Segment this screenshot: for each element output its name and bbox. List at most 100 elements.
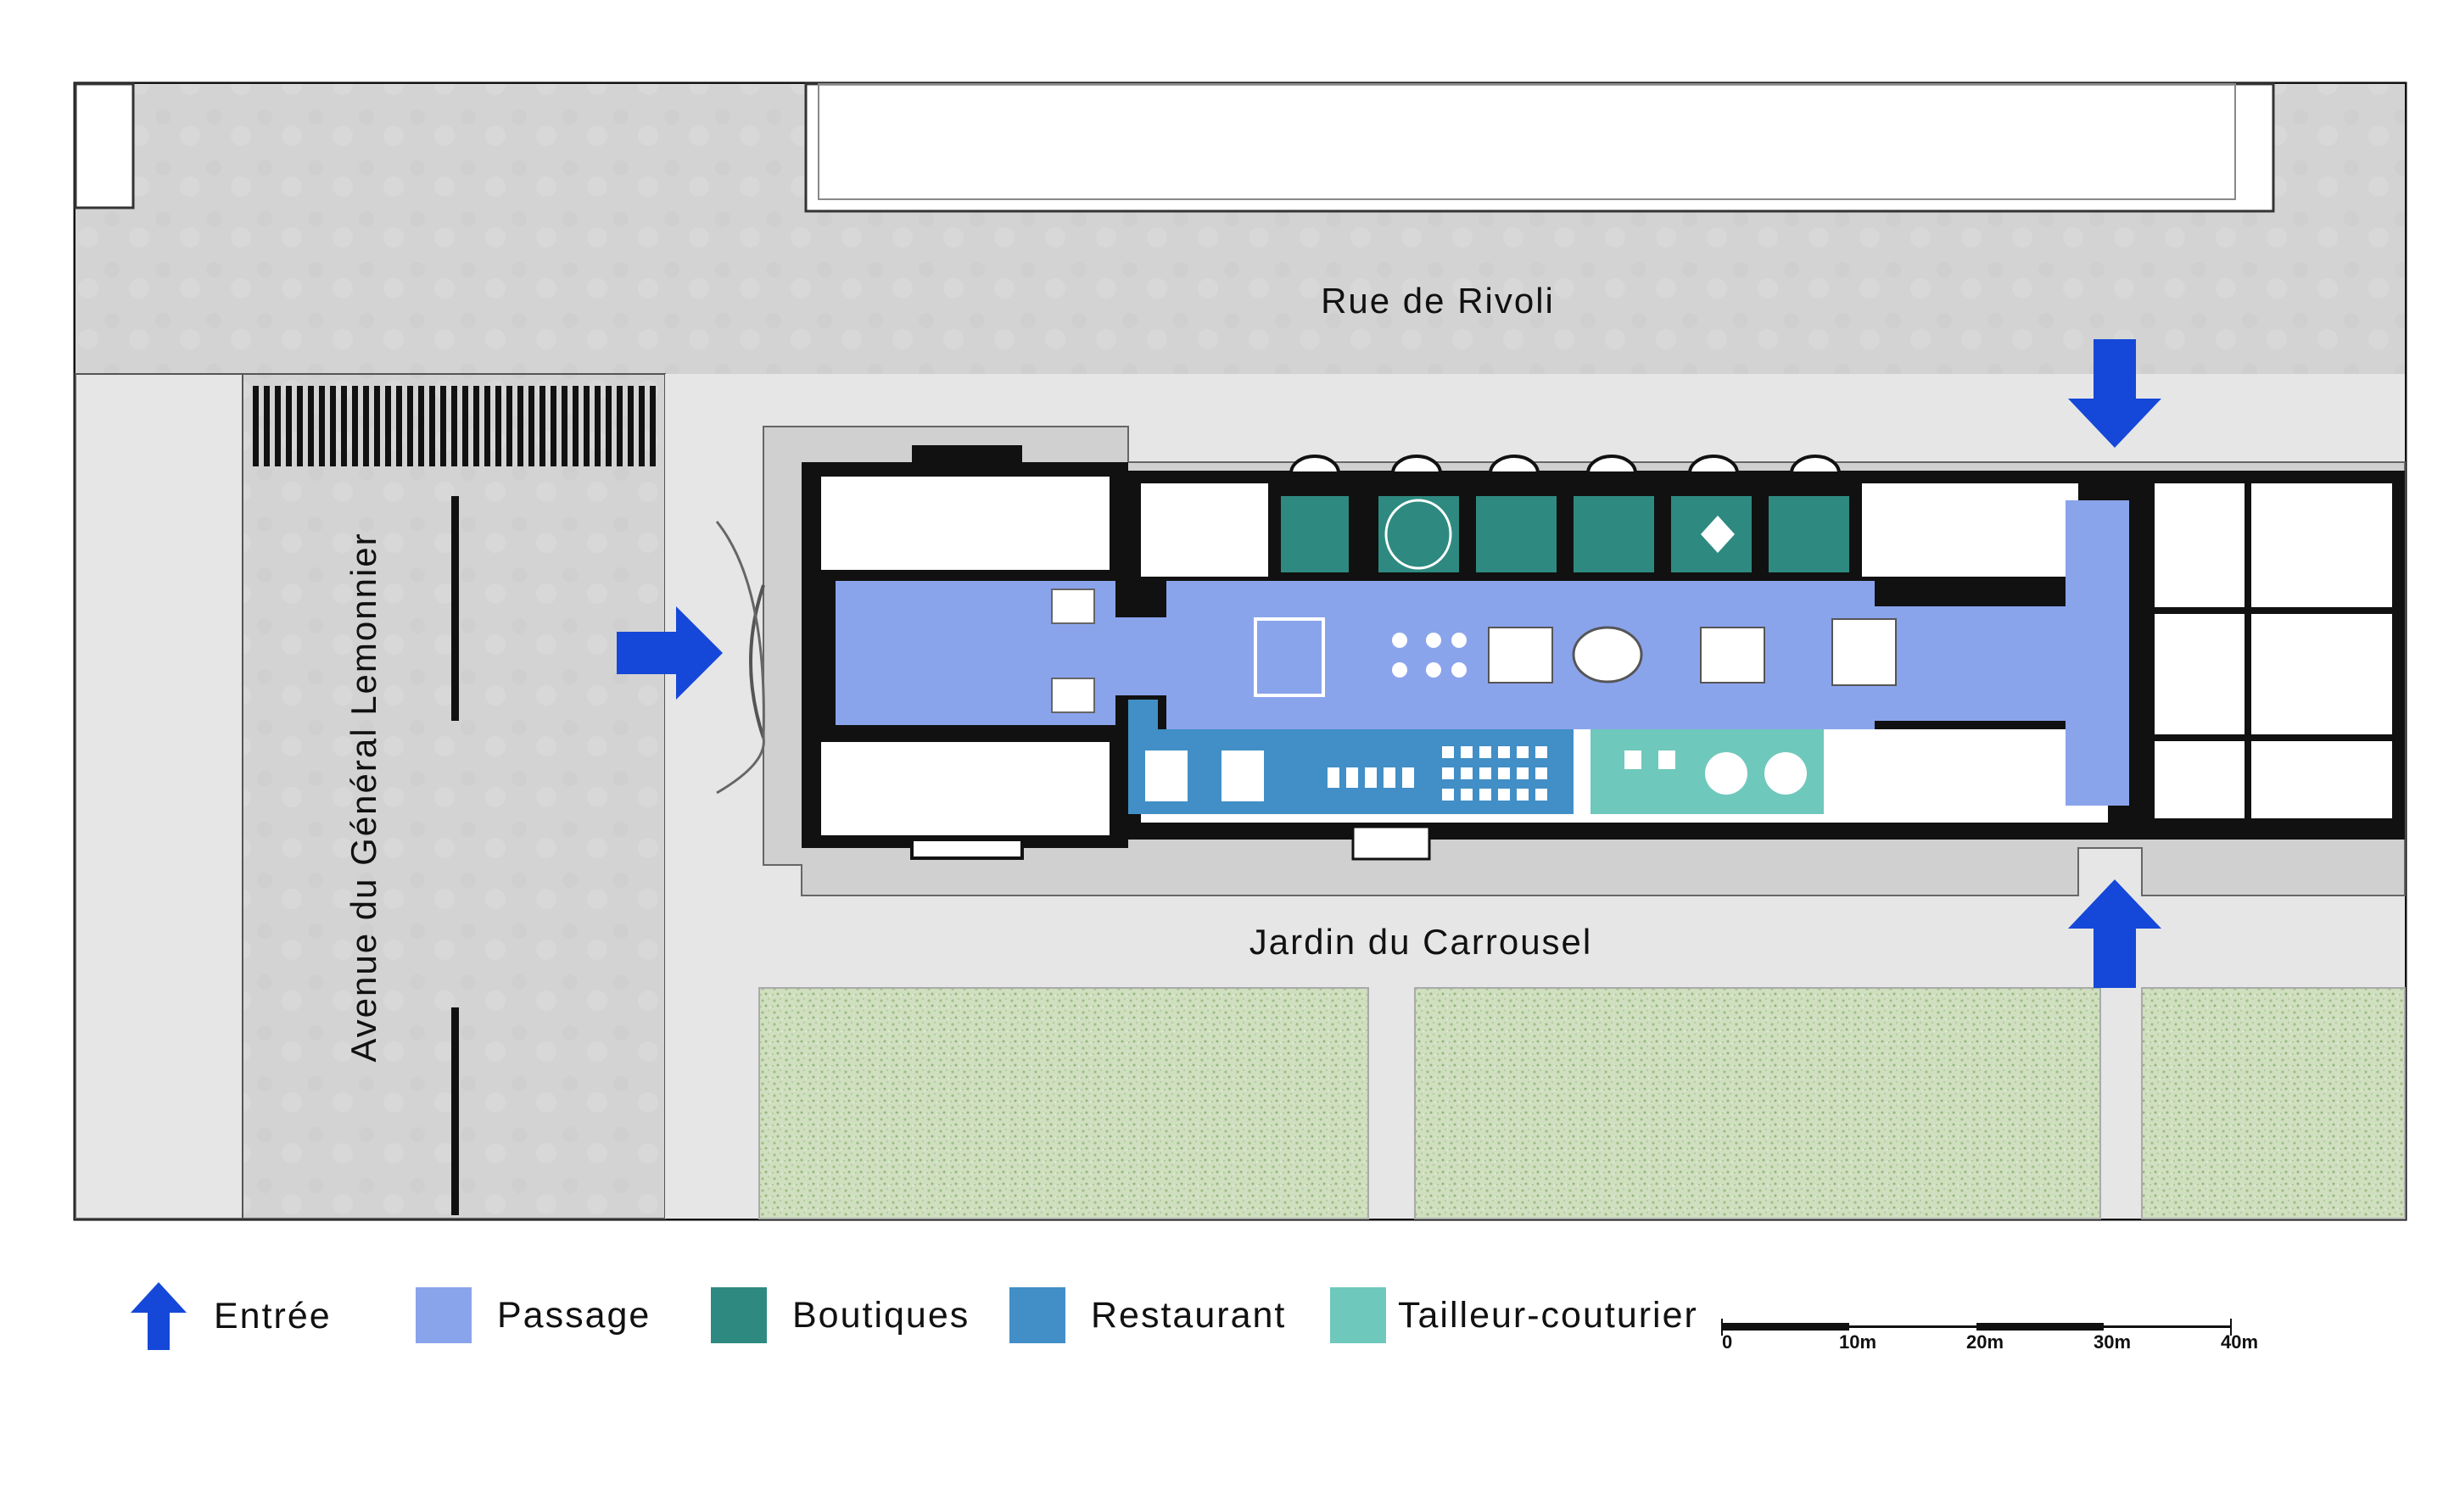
restaurant-table <box>1535 789 1547 801</box>
lane-marking <box>451 1007 459 1215</box>
arrow-up-icon <box>2068 879 2161 988</box>
scale-bar: 0 10m 20m 30m 40m <box>1721 1319 2258 1353</box>
street-label-south: Jardin du Carrousel <box>1249 922 1593 962</box>
crosswalk-stripe <box>573 386 579 466</box>
arrow-up-icon <box>131 1282 187 1350</box>
restaurant-table <box>1384 767 1395 788</box>
street-label-west: Avenue du Général Lemonnier <box>344 532 383 1062</box>
restaurant-table <box>1535 767 1547 779</box>
crosswalk-stripe <box>606 386 612 466</box>
crosswalk-stripe <box>506 386 512 466</box>
dome <box>1390 455 1443 475</box>
restaurant-table <box>1461 746 1473 758</box>
lawn <box>2141 987 2406 1219</box>
crosswalk-stripe <box>396 386 402 466</box>
restaurant-table <box>1479 746 1491 758</box>
lawn <box>1414 987 2101 1219</box>
dome <box>1789 455 1842 475</box>
legend-swatch <box>416 1287 472 1343</box>
crosswalk-stripe <box>418 386 424 466</box>
scale-label: 10m <box>1839 1331 1876 1353</box>
table <box>1426 633 1441 648</box>
crosswalk-stripe <box>451 386 457 466</box>
crosswalk-stripe <box>639 386 645 466</box>
crosswalk-stripe <box>517 386 523 466</box>
crosswalk-stripe <box>440 386 446 466</box>
crosswalk-stripe <box>473 386 479 466</box>
legend-label: Boutiques <box>792 1294 970 1336</box>
crosswalk-stripe <box>484 386 490 466</box>
scale-label: 30m <box>2094 1331 2131 1353</box>
arrow-down-icon <box>2068 339 2161 448</box>
restaurant-table <box>1498 746 1510 758</box>
passage-zone <box>836 500 2129 806</box>
restaurant-table <box>1402 767 1414 788</box>
entry-arrows <box>617 339 2161 988</box>
restaurant-table <box>1461 789 1473 801</box>
crosswalk-stripe <box>363 386 369 466</box>
crosswalk-stripe <box>407 386 413 466</box>
legend-swatch <box>711 1287 767 1343</box>
crosswalk-stripe <box>650 386 656 466</box>
crosswalk-stripe <box>551 386 556 466</box>
restaurant-table <box>1461 767 1473 779</box>
crosswalk-stripe <box>319 386 325 466</box>
crosswalk-stripe <box>528 386 534 466</box>
legend-swatch <box>1009 1287 1065 1343</box>
table <box>1451 633 1467 648</box>
table <box>1392 633 1407 648</box>
table <box>1426 662 1441 678</box>
sidewalk-west <box>75 373 243 1219</box>
legend-item-boutiques: Boutiques <box>711 1287 970 1343</box>
dome <box>1585 455 1638 475</box>
legend-label: Restaurant <box>1091 1294 1287 1336</box>
restaurant-table <box>1346 767 1358 788</box>
crosswalk-stripe <box>297 386 303 466</box>
restaurant-table <box>1442 746 1454 758</box>
crosswalk-stripe <box>495 386 501 466</box>
crosswalk-stripe <box>562 386 567 466</box>
restaurant-table <box>1517 789 1529 801</box>
crosswalk-stripe <box>584 386 590 466</box>
legend-label: Passage <box>497 1294 651 1336</box>
building-northwest <box>74 82 135 209</box>
crosswalk <box>253 386 656 466</box>
legend-item-passage: Passage <box>416 1287 651 1343</box>
crosswalk-stripe <box>341 386 347 466</box>
legend-label: Entrée <box>214 1295 332 1336</box>
arrow-right-icon <box>617 606 723 700</box>
lawn <box>758 987 1369 1219</box>
crosswalk-stripe <box>617 386 623 466</box>
street-label-north: Rue de Rivoli <box>1321 281 1555 321</box>
crosswalk-stripe <box>286 386 292 466</box>
legend-item-tailleur: Tailleur-couturier <box>1330 1287 1698 1343</box>
restaurant-table <box>1517 746 1529 758</box>
dome <box>1488 455 1540 475</box>
crosswalk-stripe <box>253 386 259 466</box>
scale-label: 40m <box>2221 1331 2258 1353</box>
restaurant-table <box>1479 789 1491 801</box>
crosswalk-stripe <box>374 386 380 466</box>
crosswalk-stripe <box>352 386 358 466</box>
crosswalk-stripe <box>275 386 281 466</box>
scale-label: 20m <box>1966 1331 2004 1353</box>
tailleur-zone <box>1590 729 1824 814</box>
crosswalk-stripe <box>385 386 391 466</box>
restaurant-table <box>1442 767 1454 779</box>
legend-item-entree: Entrée <box>129 1282 332 1350</box>
lane-marking <box>451 496 459 721</box>
crosswalk-stripe <box>330 386 336 466</box>
restaurant-table <box>1535 746 1547 758</box>
restaurant-table <box>1328 767 1339 788</box>
dome <box>1289 455 1341 475</box>
crosswalk-stripe <box>595 386 601 466</box>
restaurant-zone <box>1128 700 1574 814</box>
crosswalk-stripe <box>462 386 468 466</box>
restaurant-table <box>1498 789 1510 801</box>
crosswalk-stripe <box>308 386 314 466</box>
legend-swatch <box>1330 1287 1386 1343</box>
legend-label: Tailleur-couturier <box>1398 1294 1698 1336</box>
restaurant-table <box>1498 767 1510 779</box>
restaurant-table <box>1365 767 1377 788</box>
boutiques-zone <box>1281 496 1849 572</box>
